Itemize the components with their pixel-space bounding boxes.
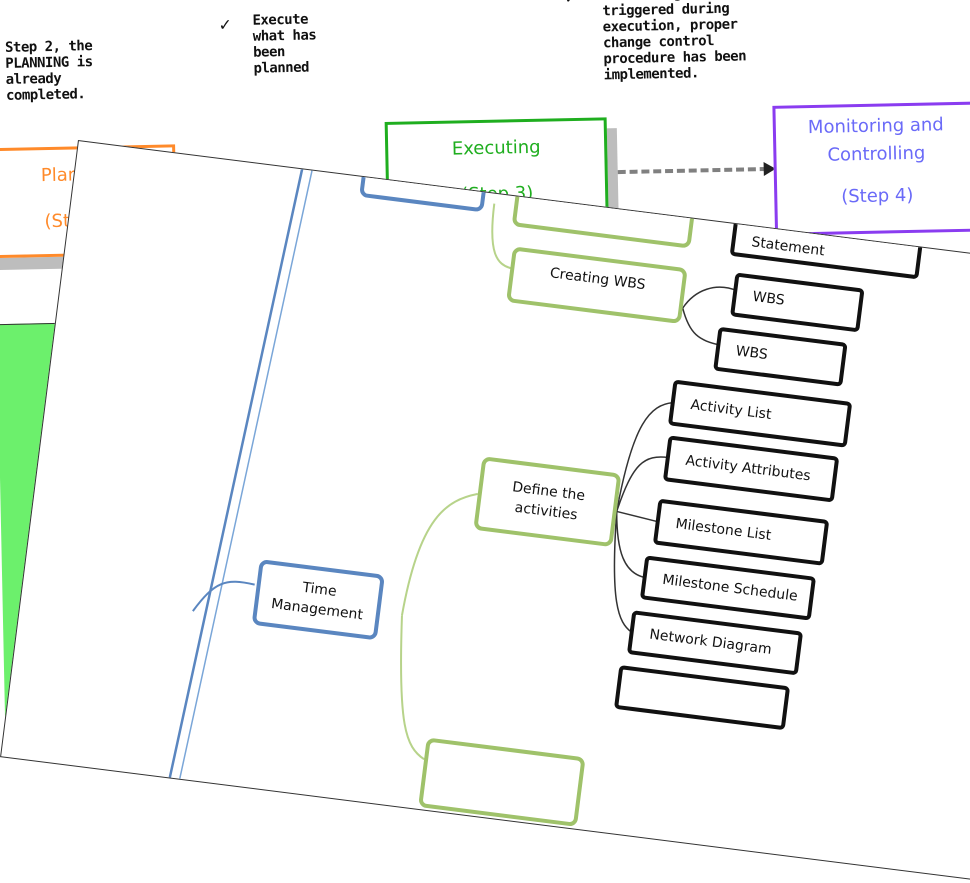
leaf-line (615, 511, 645, 579)
note-planning-completed: Step 2, the PLANNING is already complete… (4, 38, 93, 104)
branch-line (400, 492, 478, 616)
branch-line (491, 203, 512, 270)
leaf-line (615, 401, 673, 512)
phase-title: Monitoring and Controlling (807, 114, 944, 166)
trunk-line (168, 169, 304, 778)
phase-box-monitoring: Monitoring and Controlling (Step 4) (772, 101, 970, 236)
phase-title: Executing (451, 136, 541, 160)
trunk-line (179, 170, 313, 779)
phase-step: (Step 4) (840, 184, 914, 208)
check-icon: ✓ (218, 15, 233, 35)
mind-map-sheet: Statement Creating WBS WBS WBS Define th… (0, 140, 970, 883)
leaf-line (616, 510, 658, 523)
note-change-control: When changes triggered during execution,… (602, 0, 747, 84)
leaf-line (681, 307, 721, 346)
note-execute: Execute what has been planned (252, 11, 317, 77)
flow-arrow (617, 166, 768, 175)
check-icon: ✓ (564, 0, 578, 7)
branch-line (192, 580, 255, 612)
leaf-line (682, 286, 738, 309)
leaf-line (615, 456, 669, 512)
